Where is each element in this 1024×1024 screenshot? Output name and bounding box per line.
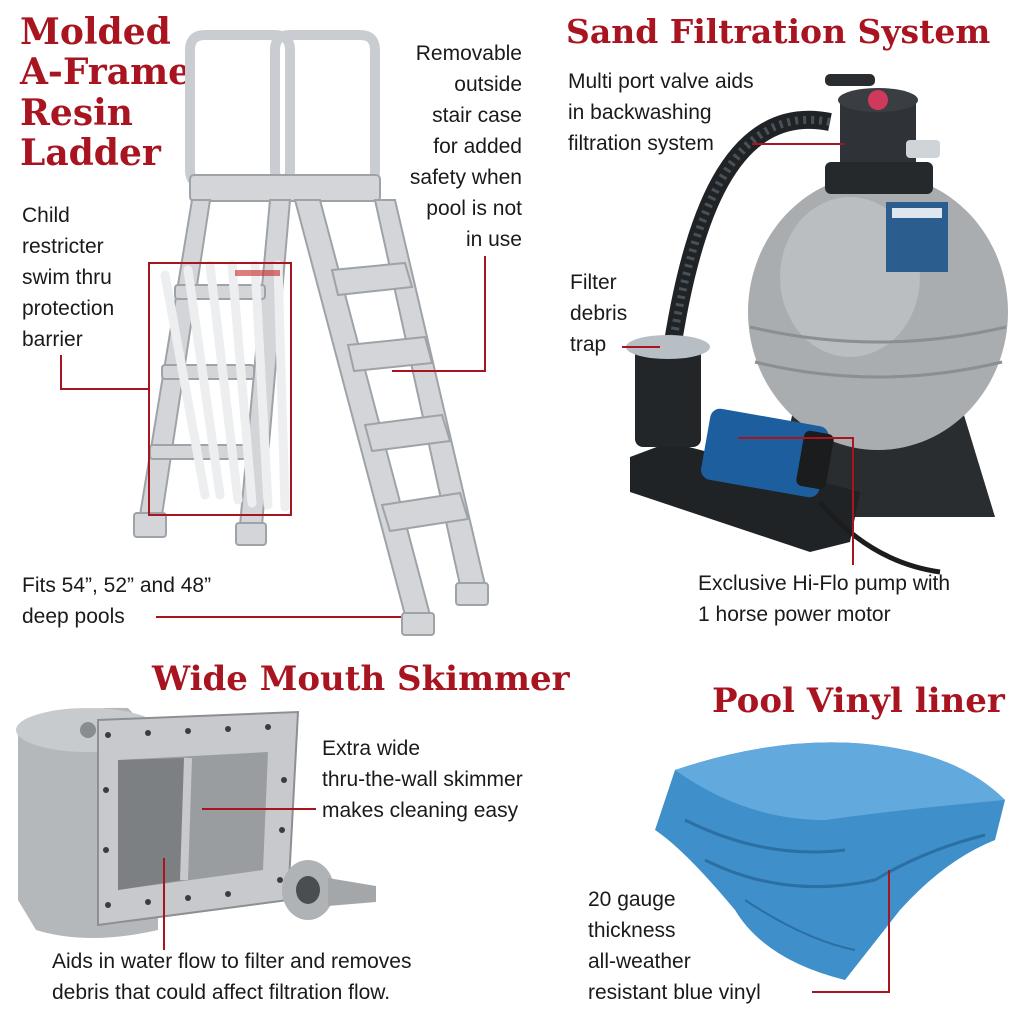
note-line: Child [22,204,70,227]
ladder-title-line: Ladder [20,131,161,174]
liner-illustration [655,742,1005,980]
liner-title: Pool Vinyl liner [712,681,1005,721]
skimmer-title: Wide Mouth Skimmer [152,659,570,699]
note-line: Filter [570,271,617,294]
removable-staircase-note: Removable outside stair case for added s… [376,38,522,255]
water-flow-note: Aids in water flow to filter and removes… [52,946,411,1008]
hiflo-pump-note: Exclusive Hi-Flo pump with 1 horse power… [698,568,950,630]
note-line: barrier [22,328,83,351]
fits-pools-note: Fits 54”, 52” and 48” deep pools [22,570,211,632]
ladder-title-line: Resin [20,91,133,134]
note-line: deep pools [22,605,125,628]
ladder-illustration [133,30,489,636]
note-line: in backwashing [568,101,712,124]
note-line: Extra wide [322,737,421,760]
note-line: protection [22,297,115,320]
note-line: in use [465,228,522,251]
note-line: makes cleaning easy [322,799,519,822]
removable-callout-line [392,370,486,372]
note-line: thru-the-wall skimmer [322,768,523,791]
skimmer-illustration [16,707,376,938]
note-line: trap [570,333,607,356]
filter-illustration [626,74,1008,575]
pump-callout-line [852,437,854,565]
note-line: Multi port valve aids [568,70,754,93]
note-line: outside [454,73,522,96]
note-line: all-weather [588,950,691,973]
note-line: safety when [409,166,522,189]
barrier-highlight-box [148,262,292,516]
note-line: restricter [22,235,104,258]
note-line: pool is not [426,197,522,220]
child-callout-line [60,355,62,389]
note-line: stair case [432,104,522,127]
debris-trap-note: Filter debris trap [570,267,627,360]
child-callout-line [60,388,150,390]
note-line: filtration system [568,132,714,155]
fits-callout-line [156,616,401,618]
note-line: debris that could affect filtration flow… [52,981,391,1004]
note-line: Aids in water flow to filter and removes [52,950,412,973]
wide-callout-line [202,808,316,810]
filter-title: Sand Filtration System [566,12,991,51]
trap-callout-line [622,346,660,348]
note-line: 20 gauge [588,888,676,911]
child-barrier-note: Child restricter swim thru protection ba… [22,200,114,355]
flow-callout-line [163,858,165,950]
note-line: Fits 54”, 52” and 48” [22,574,212,597]
valve-callout-line [752,143,844,145]
liner-callout-line [812,991,890,993]
ladder-title-line: Molded [20,11,171,53]
note-line: debris [570,302,628,325]
gauge-note: 20 gauge thickness all-weather resistant… [588,884,761,1008]
note-line: for added [433,135,522,158]
wide-skimmer-note: Extra wide thru-the-wall skimmer makes c… [322,733,523,826]
note-line: 1 horse power motor [698,603,891,626]
liner-callout-line [888,870,890,993]
multiport-valve-note: Multi port valve aids in backwashing fil… [568,66,754,159]
pump-callout-line [738,437,854,439]
note-line: resistant blue vinyl [588,981,761,1004]
note-line: swim thru [22,266,112,289]
note-line: thickness [588,919,676,942]
ladder-title-line: A-Frame [20,51,192,94]
ladder-title: Molded A-Frame Resin Ladder [20,11,192,174]
removable-callout-line [484,256,486,372]
note-line: Removable [415,42,522,65]
note-line: Exclusive Hi-Flo pump with [698,572,951,595]
